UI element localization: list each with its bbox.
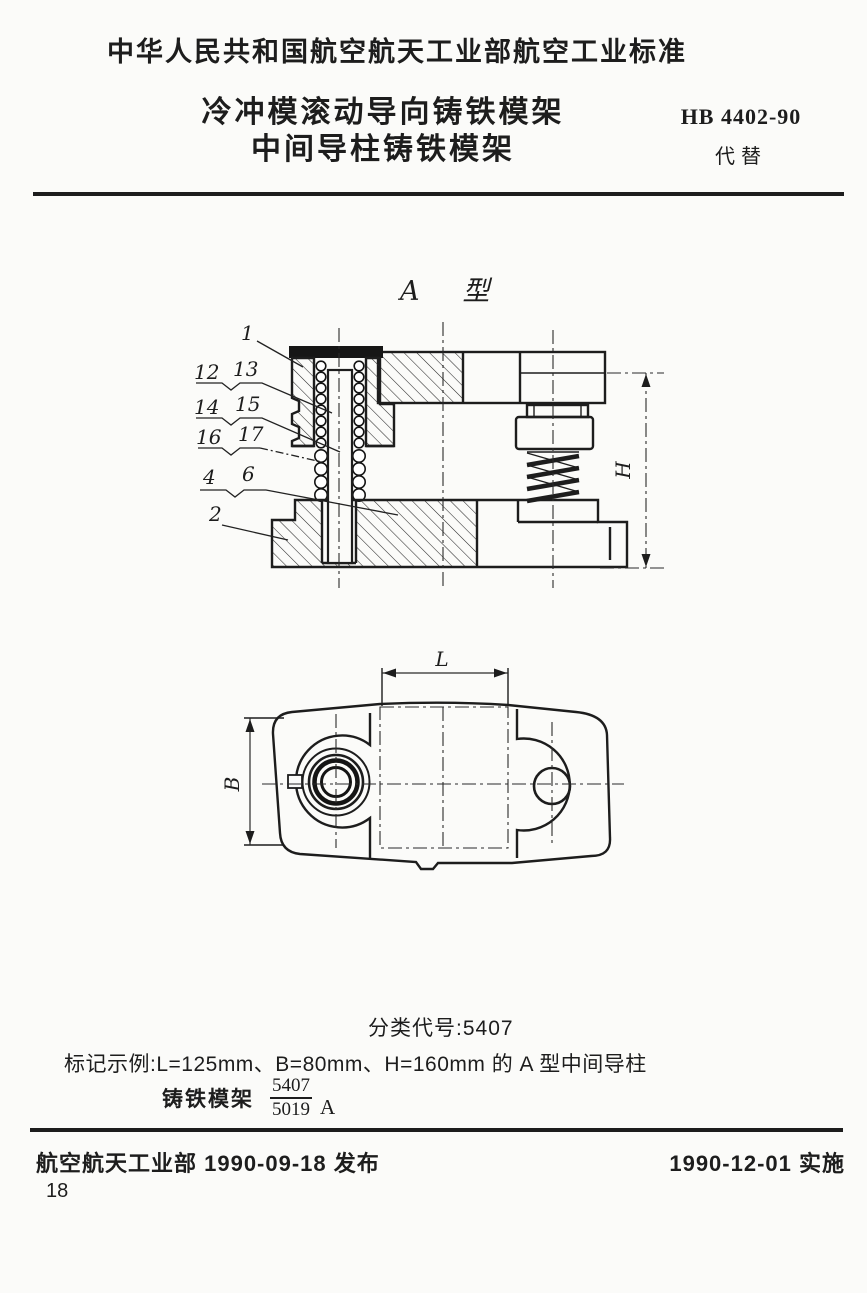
view-type-label: A 型	[400, 276, 498, 307]
callout-2: 2	[208, 502, 222, 526]
footer-issued: 航空航天工业部 1990-09-18 发布	[36, 1151, 380, 1176]
callout-17: 17	[238, 422, 264, 446]
standard-number: HB 4402-90	[680, 104, 802, 129]
callout-14: 14	[194, 395, 219, 419]
title-line-2: 中间导柱铸铁模架	[251, 133, 515, 166]
callout-16: 16	[196, 425, 222, 449]
marking-example: 标记示例:L=125mm、B=80mm、H=160mm 的 A 型中间导柱	[64, 1053, 647, 1076]
standard-title: 冷冲模滚动导向铸铁模架 中间导柱铸铁模架	[116, 94, 650, 168]
bushing-bore-circles	[287, 747, 371, 817]
guide-post	[326, 368, 354, 565]
callout-13: 13	[233, 357, 258, 381]
plan-view: L B	[220, 647, 624, 871]
section-centerlines	[338, 322, 554, 588]
callout-6: 6	[242, 462, 255, 486]
page-number: 18	[46, 1180, 69, 1202]
code-fraction: 5407 5019	[270, 1076, 312, 1120]
callout-15: 15	[235, 392, 260, 416]
standard-header: 中华人民共和国航空航天工业部航空工业标准	[107, 37, 687, 67]
guide-bushing	[289, 346, 396, 448]
code-denominator: 5019	[272, 1099, 310, 1120]
code-numerator: 5407	[270, 1076, 312, 1099]
dim-B-label: B	[220, 777, 244, 793]
footer-rule	[30, 1128, 843, 1132]
classification-code: 分类代号:5407	[368, 1017, 514, 1040]
section-callouts: 1 12 13 14 15 16 17 4 6 2	[194, 321, 399, 541]
header-rule	[33, 192, 844, 196]
dimension-L: L	[381, 647, 509, 706]
marking-prefix: 铸铁模架	[162, 1088, 254, 1111]
plan-centerlines	[262, 714, 624, 848]
code-suffix: A	[320, 1095, 336, 1119]
title-line-1: 冷冲模滚动导向铸铁模架	[201, 96, 565, 129]
section-view: H 1 12 13 14 15 16 17 4 6 2	[194, 321, 664, 588]
upper-die-shoe	[376, 350, 607, 405]
callout-4: 4	[202, 465, 216, 489]
dimension-B: B	[220, 717, 284, 846]
spring-assembly	[514, 403, 595, 504]
dimension-H: H	[600, 372, 664, 569]
dim-H-label: H	[611, 461, 635, 480]
callout-1: 1	[241, 321, 254, 345]
footer-effective: 1990-12-01 实施	[669, 1151, 845, 1176]
plan-outline	[271, 701, 612, 871]
dim-L-label: L	[434, 647, 448, 671]
phantom-die-area	[379, 706, 509, 849]
marking-designation: 铸铁模架 5407 5019 A	[162, 1076, 335, 1120]
standard-number-block: HB 4402-90 代替	[662, 104, 820, 169]
callout-12: 12	[194, 360, 219, 384]
supersedes-label: 代替	[715, 146, 767, 168]
lower-die-shoe	[270, 498, 629, 569]
